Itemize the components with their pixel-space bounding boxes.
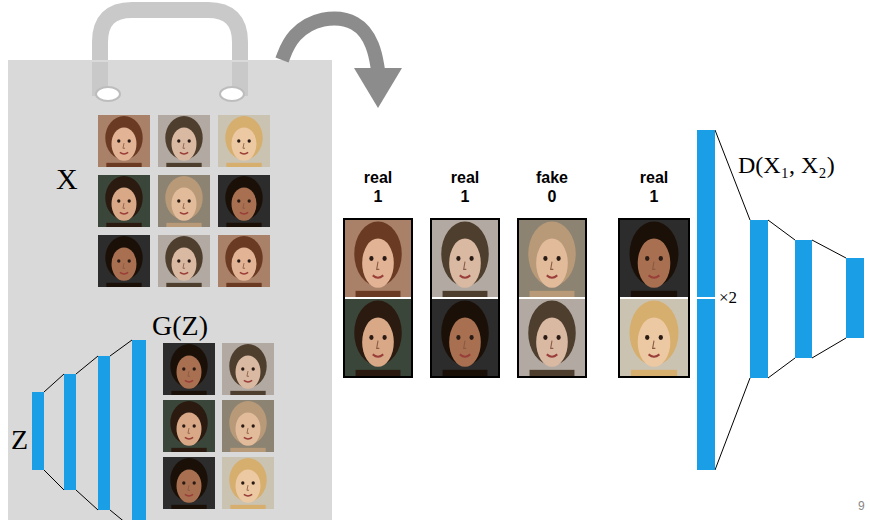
face-photo — [432, 299, 498, 376]
face-photo — [519, 299, 585, 376]
pair-card: real1 — [618, 110, 690, 380]
pair-heading: real1 — [430, 168, 500, 206]
pair-frame — [430, 218, 500, 378]
face-photo — [620, 299, 688, 376]
pair-class: fake — [517, 168, 587, 187]
pair-card: real1 — [430, 110, 500, 380]
pair-frame — [618, 218, 690, 378]
face-photo — [218, 235, 270, 287]
face-photo — [163, 457, 215, 509]
handle-ring — [96, 87, 120, 101]
multiplier-label: ×2 — [719, 289, 737, 308]
face-photo — [98, 175, 150, 227]
face-photo — [222, 400, 274, 452]
face-photo — [98, 115, 150, 167]
network-outline — [44, 340, 132, 520]
pair-target: 1 — [430, 187, 500, 206]
generator-layer — [32, 340, 146, 520]
concat-mark — [697, 297, 716, 299]
arrow-shaft — [282, 19, 378, 70]
pair-heading: fake0 — [517, 168, 587, 206]
face-photo — [158, 115, 210, 167]
bag-body — [8, 60, 332, 520]
face-photo — [163, 343, 215, 395]
pair-card: real1 — [343, 110, 413, 380]
pair-heading: real1 — [343, 168, 413, 206]
pair-class: real — [430, 168, 500, 187]
network-outline — [715, 130, 846, 470]
arrow-head — [354, 68, 402, 108]
face-photo — [519, 220, 585, 297]
sample-bag: X G(Z) Z — [8, 60, 332, 520]
face-photo — [163, 400, 215, 452]
page-number: 9 — [858, 500, 865, 513]
face-photo — [158, 235, 210, 287]
pair-class: real — [343, 168, 413, 187]
discriminator-layer — [697, 130, 864, 470]
pair-class: real — [618, 168, 690, 187]
face-photo — [345, 299, 411, 376]
face-photo — [222, 457, 274, 509]
set-label: X — [56, 164, 78, 194]
flow-arrow — [282, 19, 402, 108]
pair-target: 0 — [517, 187, 587, 206]
face-photo — [620, 220, 688, 297]
pair-frame — [517, 218, 587, 378]
set-label: Z — [11, 426, 28, 454]
face-photo — [222, 343, 274, 395]
set-label: G(Z) — [152, 312, 208, 340]
pair-heading: real1 — [618, 168, 690, 206]
face-photo — [432, 220, 498, 297]
face-photo — [218, 115, 270, 167]
face-photo — [218, 175, 270, 227]
handle-ring — [220, 87, 244, 101]
face-photo — [98, 235, 150, 287]
network-label: D(X₁, X₂) — [738, 152, 835, 178]
pair-target: 1 — [618, 187, 690, 206]
pair-target: 1 — [343, 187, 413, 206]
face-photo — [345, 220, 411, 297]
pair-frame — [343, 218, 413, 378]
pair-card: fake0 — [517, 110, 587, 380]
face-photo — [158, 175, 210, 227]
